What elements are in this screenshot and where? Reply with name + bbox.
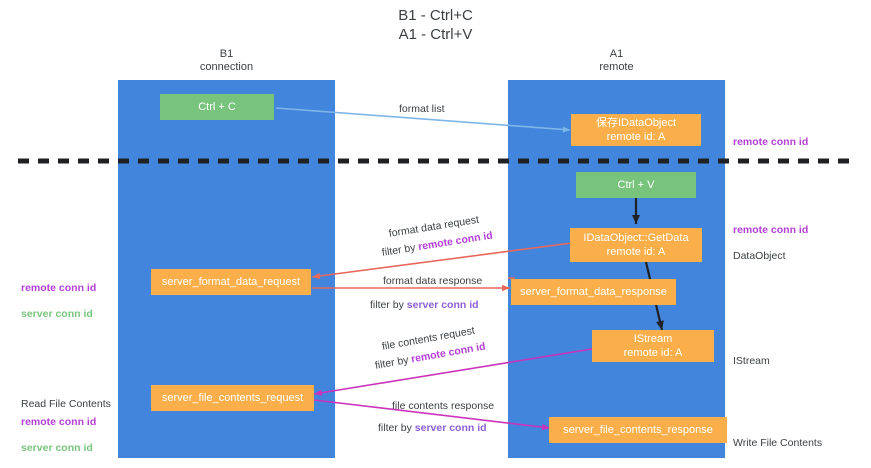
- remote-conn-id-legend: remote conn id: [21, 416, 97, 428]
- box-server-file-contents-request[interactable]: server_file_contents_request: [151, 385, 314, 411]
- annotation-write-file-contents: Write File Contents: [733, 424, 822, 450]
- annotation-dataobject: DataObject: [733, 237, 786, 263]
- box-save-idataobject[interactable]: 保存IDataObject remote id: A: [571, 114, 701, 146]
- annotation-text: DataObject: [733, 250, 786, 262]
- box-server-format-data-response[interactable]: server_format_data_response: [511, 279, 676, 305]
- annotation-text: Write File Contents: [733, 437, 823, 449]
- filter-prefix: filter by: [374, 353, 413, 372]
- annotation-istream: IStream: [733, 342, 770, 368]
- lane-header-a1: A1 remote: [599, 48, 634, 73]
- server-conn-id-key: server conn id: [414, 422, 487, 434]
- box-ctrl-c[interactable]: Ctrl + C: [160, 94, 274, 120]
- box-server-file-contents-response[interactable]: server_file_contents_response: [549, 417, 727, 443]
- box-ctrl-v[interactable]: Ctrl + V: [576, 172, 696, 198]
- annotation-remote-conn-id-mid: remote conn id: [733, 211, 808, 237]
- edge-label-file-contents-response-filter: filter by server conn id: [378, 422, 487, 435]
- remote-conn-id-legend: remote conn id: [21, 282, 97, 294]
- box-idataobject-getdata[interactable]: IDataObject::GetData remote id: A: [570, 228, 702, 262]
- server-conn-id-legend: server conn id: [21, 442, 93, 454]
- server-conn-id-key: server conn id: [406, 299, 479, 311]
- annotation-remote-conn-id-top: remote conn id: [733, 123, 808, 149]
- page-title: B1 - Ctrl+C A1 - Ctrl+V: [398, 7, 473, 43]
- box-server-format-data-request[interactable]: server_format_data_request: [151, 269, 311, 295]
- annotation-text: remote conn id: [733, 224, 809, 236]
- filter-prefix: filter by: [378, 422, 415, 434]
- edge-label-format-data-response: format data response: [383, 275, 483, 287]
- annotation-read-file-contents: Read File Contents: [21, 385, 111, 411]
- annotation-text: remote conn id: [733, 136, 809, 148]
- edge-label-format-list: format list: [399, 103, 445, 115]
- server-conn-id-legend: server conn id: [21, 308, 93, 320]
- lane-header-b1: B1 connection: [199, 48, 254, 73]
- annotation-text: IStream: [733, 355, 770, 367]
- filter-prefix: filter by: [381, 241, 420, 259]
- edge-label-format-data-response-filter: filter by server conn id: [370, 299, 479, 312]
- filter-prefix: filter by: [370, 299, 407, 311]
- annotation-conn-ids-mid: remote conn id server conn id: [21, 269, 96, 334]
- box-istream[interactable]: IStream remote id: A: [592, 330, 714, 362]
- annotation-conn-ids-bottom: remote conn id server conn id: [21, 403, 96, 468]
- edge-label-file-contents-response: file contents response: [392, 400, 495, 412]
- annotation-text: Read File Contents: [21, 398, 111, 410]
